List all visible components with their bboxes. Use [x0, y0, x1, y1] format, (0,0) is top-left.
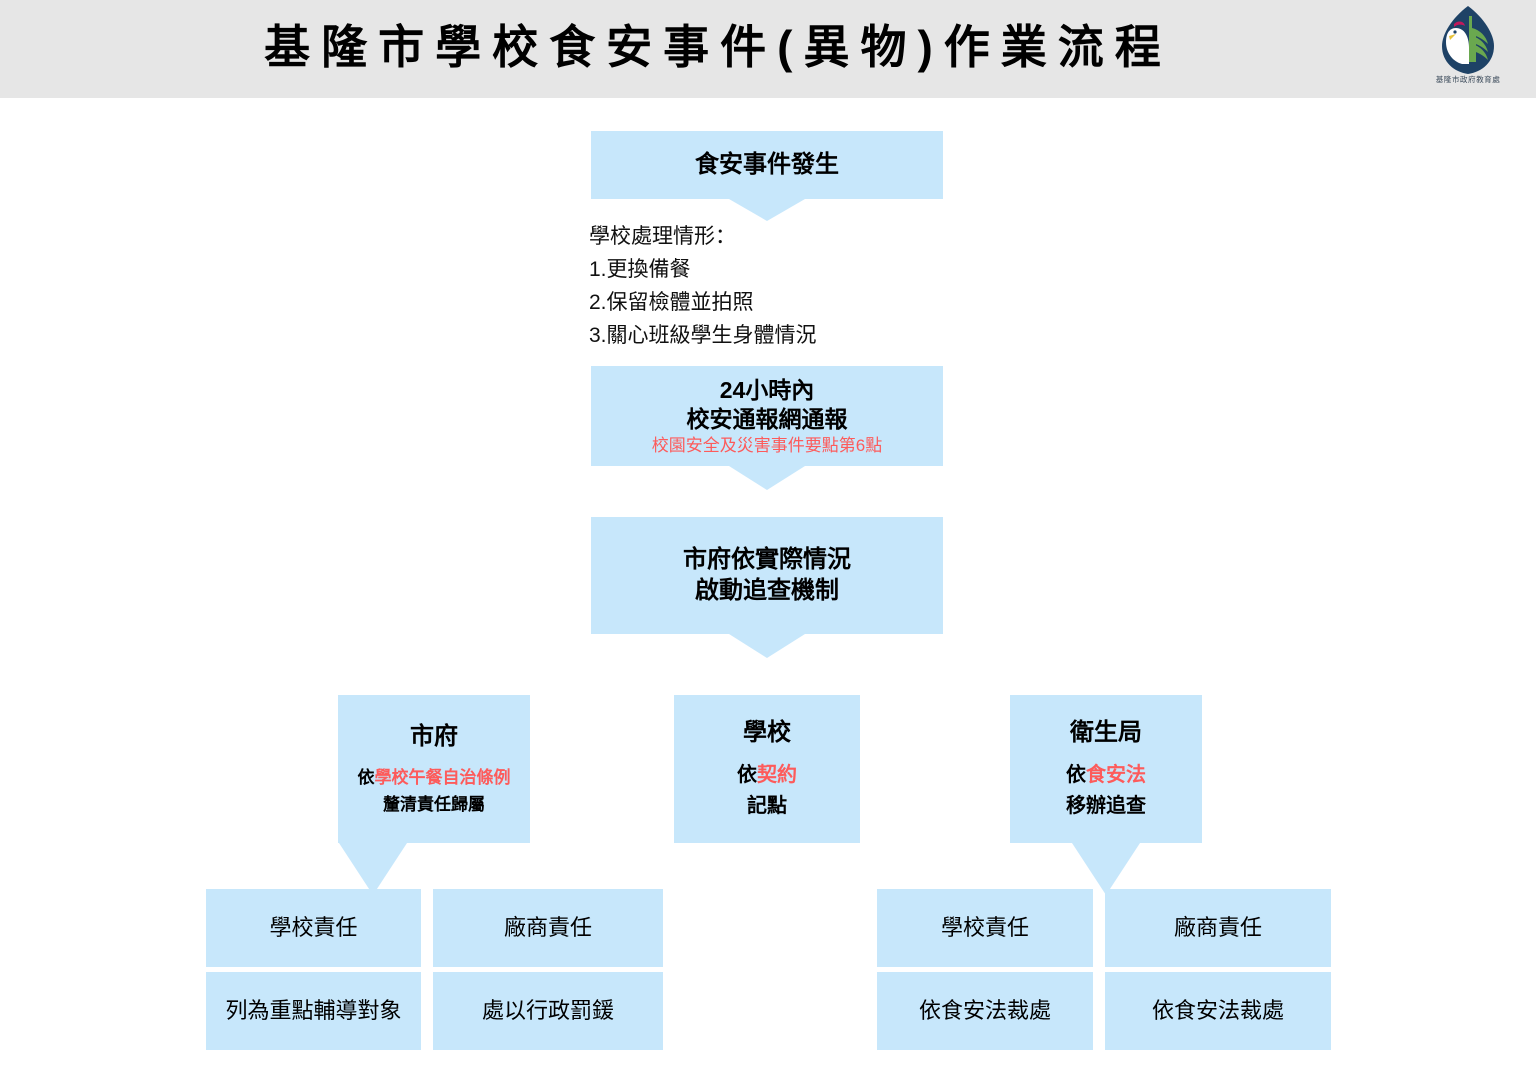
flow-node-branch-school: 學校 依契約 記點 — [674, 695, 860, 843]
outcome-left-party-vendor-label: 廠商責任 — [503, 914, 592, 940]
branch-health-action: 移辦追查 — [1066, 795, 1146, 818]
outcome-left-party-school: 學校責任 — [206, 889, 421, 967]
branch-school-basis-prefix: 依 — [737, 763, 757, 786]
school-handling-heading: 學校處理情形： — [589, 225, 736, 248]
report-legal-note: 校園安全及災害事件要點第6點 — [651, 435, 883, 455]
connector-arrow-report-to-trace — [729, 466, 805, 490]
school-handling-item-2: 2.保留檢體並拍照 — [589, 291, 754, 314]
report-line-1: 24小時內 — [719, 376, 815, 403]
school-handling-item-1: 1.更換備餐 — [589, 258, 691, 281]
outcome-right-measure-vendor: 依食安法裁處 — [1105, 972, 1331, 1050]
flowchart-canvas: 食安事件發生 學校處理情形： 1.更換備餐 2.保留檢體並拍照 3.關心班級學生… — [0, 98, 1536, 1086]
trace-line-1: 市府依實際情況 — [683, 545, 851, 573]
outcome-left-party-school-label: 學校責任 — [269, 914, 358, 940]
branch-health-basis-law: 食安法 — [1086, 763, 1146, 786]
school-handling-list: 學校處理情形： 1.更換備餐 2.保留檢體並拍照 3.關心班級學生身體情況 — [589, 220, 1009, 352]
outcome-right-party-school: 學校責任 — [877, 889, 1093, 967]
report-line-2: 校安通報網通報 — [686, 406, 848, 433]
trace-line-2: 啟動追查機制 — [695, 576, 839, 604]
outcome-left-measure-vendor: 處以行政罰鍰 — [433, 972, 663, 1050]
outcome-left-measure-school: 列為重點輔導對象 — [206, 972, 421, 1050]
outcome-right-measure-school: 依食安法裁處 — [877, 972, 1093, 1050]
outcome-left-party-vendor: 廠商責任 — [433, 889, 663, 967]
branch-city-title: 市府 — [410, 722, 458, 750]
branch-city-basis-prefix: 依 — [357, 767, 375, 787]
organization-logo: 基隆市政府教育處 — [1422, 4, 1514, 96]
outcome-left-measure-school-label: 列為重點輔導對象 — [225, 997, 402, 1023]
outcome-right-measure-vendor-label: 依食安法裁處 — [1151, 997, 1284, 1023]
flow-node-branch-health-bureau: 衛生局 依食安法 移辦追查 — [1010, 695, 1202, 843]
branch-school-action: 記點 — [747, 795, 787, 818]
connector-arrow-incident-to-actions — [729, 199, 805, 221]
branch-health-basis: 依食安法 — [1066, 763, 1146, 789]
page-title: 基隆市學校食安事件(異物)作業流程 — [264, 21, 1172, 73]
branch-school-title: 學校 — [743, 719, 791, 747]
branch-city-basis-law: 學校午餐自治條例 — [374, 767, 511, 787]
branch-city-basis: 依學校午餐自治條例 — [358, 767, 511, 789]
outcome-right-party-vendor: 廠商責任 — [1105, 889, 1331, 967]
flow-node-incident: 食安事件發生 — [591, 131, 943, 199]
branch-school-basis-law: 契約 — [757, 763, 797, 786]
outcome-right-party-vendor-label: 廠商責任 — [1173, 914, 1262, 940]
outcome-right-measure-school-label: 依食安法裁處 — [918, 997, 1051, 1023]
branch-health-basis-prefix: 依 — [1066, 763, 1086, 786]
page-header: 基隆市學校食安事件(異物)作業流程 基隆市政府教育處 — [0, 0, 1536, 98]
flow-node-report: 24小時內 校安通報網通報 校園安全及災害事件要點第6點 — [591, 366, 943, 466]
branch-city-action: 釐清責任歸屬 — [383, 795, 485, 815]
connector-arrow-trace-to-branches — [729, 634, 805, 658]
keelung-education-bureau-logo-icon — [1442, 6, 1494, 74]
flow-node-trace-mechanism: 市府依實際情況 啟動追查機制 — [591, 517, 943, 634]
incident-title: 食安事件發生 — [695, 150, 839, 178]
logo-caption: 基隆市政府教育處 — [1435, 75, 1501, 84]
branch-school-basis: 依契約 — [737, 763, 797, 789]
outcome-left-measure-vendor-label: 處以行政罰鍰 — [481, 997, 614, 1023]
connector-arrow-city-to-outcomes — [339, 843, 407, 895]
flow-node-branch-city-government: 市府 依學校午餐自治條例 釐清責任歸屬 — [338, 695, 530, 843]
connector-arrow-health-to-outcomes — [1072, 843, 1140, 895]
school-handling-item-3: 3.關心班級學生身體情況 — [589, 324, 817, 347]
outcome-right-party-school-label: 學校責任 — [940, 914, 1029, 940]
branch-health-title: 衛生局 — [1070, 719, 1142, 747]
